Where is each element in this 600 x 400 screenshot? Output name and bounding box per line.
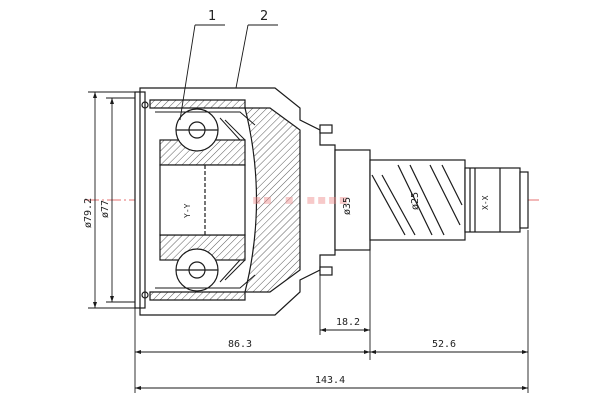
- dim-arrows: [93, 92, 528, 390]
- dim-18-2: 18.2: [336, 317, 360, 328]
- shaft: [334, 149, 529, 251]
- ball-top: [175, 108, 219, 152]
- callout-leaders: [179, 24, 278, 121]
- spline-helix: [371, 164, 463, 236]
- dim-inner-diameter: ø77: [100, 200, 111, 218]
- dim-spline-diameter: ø25: [410, 192, 421, 210]
- dim-shaft-diameter: ø35: [342, 197, 353, 215]
- axis-xx-label: X-X: [481, 195, 490, 210]
- callout-1: 1: [208, 9, 216, 24]
- inner-race: [159, 139, 246, 261]
- dim-86-3: 86.3: [228, 339, 252, 350]
- watermark: ▪▪ ▪ ▪▪▪▪: [251, 189, 349, 210]
- horizontal-dim-lines: [134, 230, 529, 393]
- axis-yy-label: Y-Y: [183, 203, 192, 218]
- callout-2: 2: [260, 9, 268, 24]
- cage: [155, 111, 256, 289]
- ball-bottom: [175, 248, 219, 292]
- dim-143-4: 143.4: [315, 375, 345, 386]
- dim-52-6: 52.6: [432, 339, 456, 350]
- diameter-dim-lines: [88, 91, 140, 309]
- dim-outer-diameter: ø79.2: [83, 198, 94, 228]
